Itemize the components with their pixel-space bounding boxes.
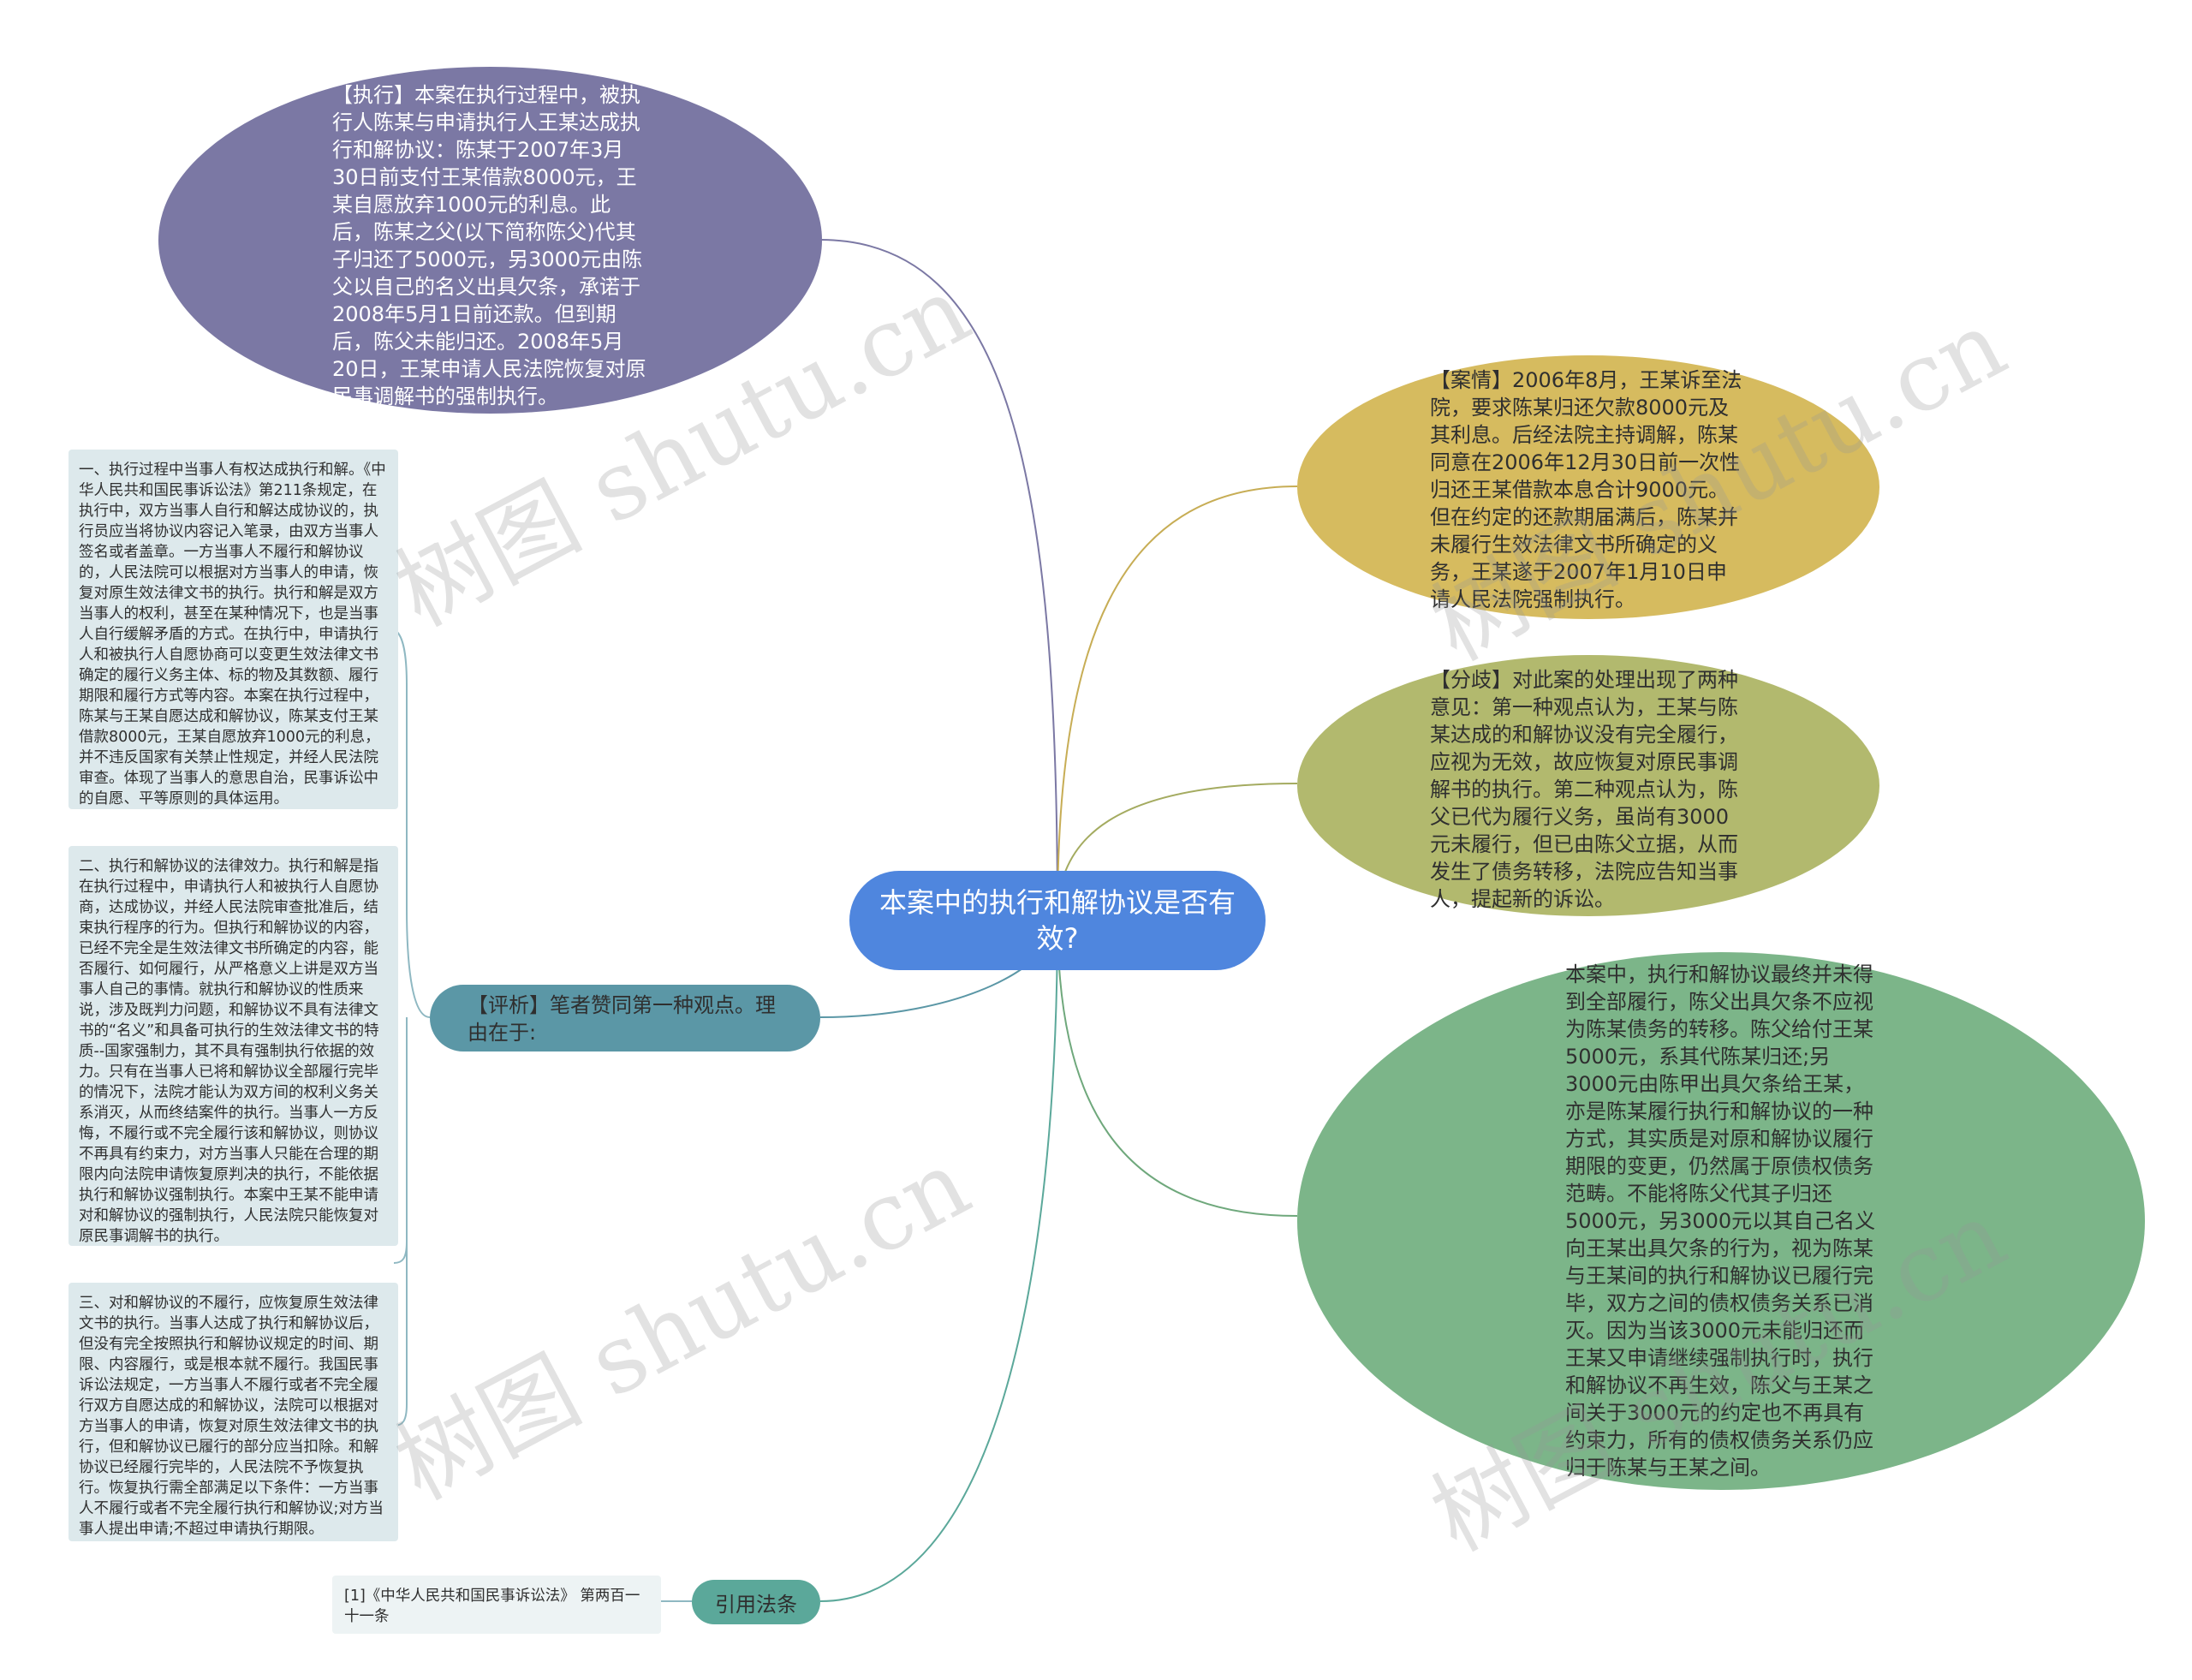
node-dispute-text: 【分歧】对此案的处理出现了两种意见：第一种观点认为，王某与陈某达成的和解协议没有… <box>1430 668 1738 911</box>
node-analysis-text: 本案中，执行和解协议最终并未得到全部履行，陈父出具欠条不应视为陈某债务的转移。陈… <box>1565 962 1876 1480</box>
center-topic-label: 本案中的执行和解协议是否有效? <box>879 886 1236 955</box>
center-topic[interactable]: 本案中的执行和解协议是否有效? <box>849 871 1266 970</box>
link-center-analysis <box>1057 915 1298 1217</box>
node-case[interactable] <box>1297 355 1879 619</box>
link-center-execution <box>819 239 1058 917</box>
node-execution-text: 【执行】本案在执行过程中，被执行人陈某与申请执行人王某达成执行和解协议：陈某于2… <box>332 83 646 408</box>
node-comment[interactable] <box>430 985 820 1051</box>
node-analysis[interactable] <box>1297 952 2145 1490</box>
node-dispute[interactable] <box>1297 655 1879 916</box>
comment-point-3: 三、对和解协议的不履行，应恢复原生效法律文书的执行。当事人达成了执行和解协议后，… <box>68 1283 398 1541</box>
comment-point-2: 二、执行和解协议的法律效力。执行和解是指在执行过程中，申请执行人和被执行人自愿协… <box>68 846 398 1246</box>
link-comment-points <box>393 629 431 1427</box>
node-law-label: 引用法条 <box>715 1592 797 1617</box>
link-center-law <box>819 915 1058 1602</box>
node-case-text: 【案情】2006年8月，王某诉至法院，要求陈某归还欠款8000元及其利息。后经法… <box>1430 368 1742 611</box>
law-reference: [1]《中华人民共和国民事诉讼法》 第两百一十一条 <box>332 1576 661 1634</box>
comment-point-1: 一、执行过程中当事人有权达成执行和解。《中华人民共和国民事诉讼法》第211条规定… <box>68 450 398 809</box>
node-law[interactable]: 引用法条 <box>692 1580 820 1624</box>
node-execution[interactable] <box>158 67 822 414</box>
node-comment-text: 【评析】笔者赞同第一种观点。理由在于: <box>468 993 776 1045</box>
link-center-case <box>1057 486 1298 917</box>
